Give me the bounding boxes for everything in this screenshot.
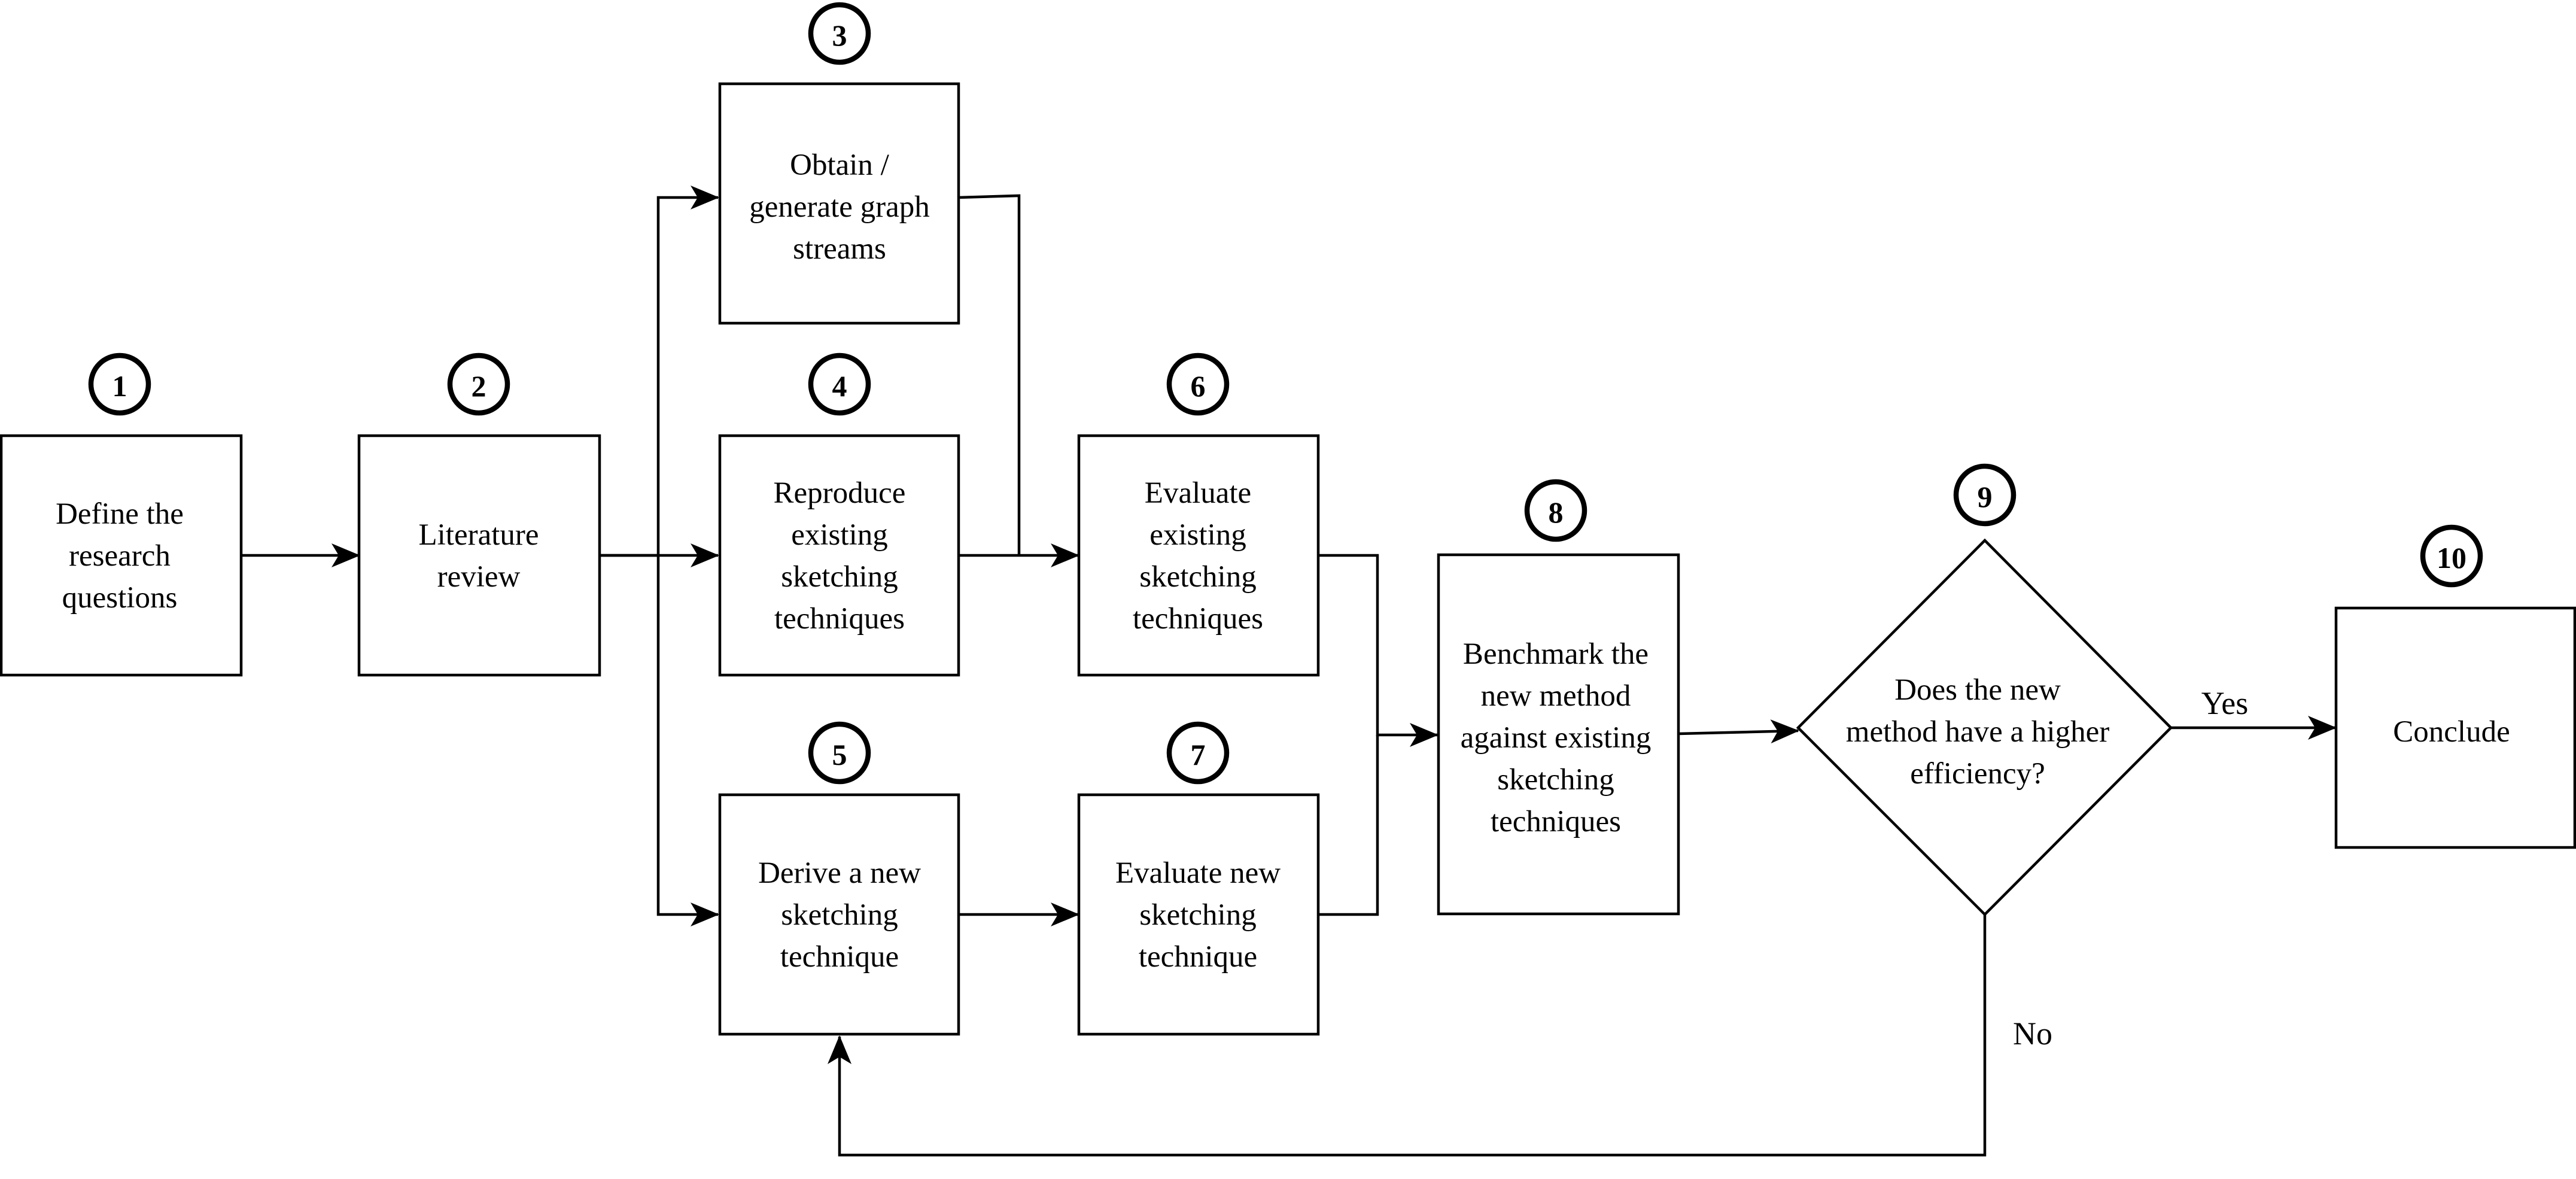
process-step-2: 2 Literature review [357, 353, 601, 677]
step-label-line: techniques [774, 602, 905, 636]
step-box [357, 434, 601, 677]
step-label-line: sketching [1139, 898, 1256, 932]
step-number: 9 [1978, 480, 1993, 513]
step-label-line: Evaluate new [1115, 856, 1281, 890]
edge-2-to-3 [600, 186, 719, 557]
connectors [241, 186, 2337, 1157]
step-number: 3 [832, 19, 847, 52]
step-label-line: efficiency? [1910, 757, 2045, 791]
step-label-line: technique [780, 940, 899, 974]
step-box [718, 793, 960, 1036]
step-label-line: existing [791, 518, 888, 552]
step-number: 8 [1549, 496, 1564, 529]
step-label-line: existing [1149, 518, 1246, 552]
step-label: Conclude [2393, 715, 2510, 749]
edge-2-to-5 [656, 555, 719, 926]
step-label-line: review [437, 560, 521, 594]
step-number-badge [1953, 463, 2017, 527]
step-label-line: sketching [1139, 560, 1256, 594]
decision-diamond [1796, 538, 2173, 917]
edge-label-no: No [2013, 1016, 2052, 1052]
step-label-line: sketching [781, 898, 898, 932]
step-number-badge [2420, 524, 2483, 588]
step-label: Benchmark the new method against existing s… [1461, 637, 1652, 838]
step-label-line: against existing [1461, 721, 1652, 755]
process-step-5: 5 Derive a new sketching technique [718, 721, 960, 1036]
step-number: 4 [832, 369, 847, 403]
step-label-line: Does the new [1894, 673, 2061, 707]
step-number: 1 [112, 369, 127, 403]
step-label: Define the research questions [56, 497, 184, 615]
process-step-6: 6 Evaluate existing sketching techniques [1077, 353, 1320, 677]
step-label-line: sketching [1497, 763, 1614, 797]
process-step-1: 1 Define the research questions [0, 353, 243, 677]
step-label-line: questions [62, 581, 178, 615]
step-number-badge [1524, 479, 1587, 542]
edge-7-to-8 [1318, 735, 1379, 916]
step-label: Evaluate existing sketching techniques [1133, 476, 1263, 636]
step-label-line: research [69, 539, 171, 573]
step-label: Derive a new sketching technique [758, 856, 921, 974]
step-number-badge [447, 353, 510, 416]
step-label-line: Obtain / [790, 148, 890, 182]
process-step-8: 8 Benchmark the new method against existin… [1437, 479, 1680, 916]
edge-8-to-9 [1678, 719, 1799, 744]
step-number-badge [1166, 721, 1230, 785]
step-box [1077, 793, 1320, 1036]
step-label: Does the new method have a higher efficien… [1846, 673, 2109, 791]
step-label-line: generate graph [749, 190, 930, 224]
process-step-10: 10 Conclude [2334, 524, 2576, 849]
edge-3-to-6 [958, 194, 1021, 555]
step-box [0, 434, 243, 677]
step-label-line: Literature [418, 518, 539, 552]
step-box [1077, 434, 1320, 677]
step-label-line: Define the [56, 497, 184, 531]
step-label-line: Derive a new [758, 856, 921, 890]
step-label-line: technique [1139, 940, 1257, 974]
step-box [1437, 553, 1680, 916]
step-label-line: method have a higher [1846, 715, 2109, 749]
step-number: 10 [2437, 541, 2466, 575]
edge-9-to-5-no [828, 914, 1987, 1157]
step-number: 5 [832, 738, 847, 771]
step-label-line: sketching [781, 560, 898, 594]
step-number-badge [808, 2, 871, 65]
step-number-badge [1166, 353, 1230, 416]
step-box [718, 82, 960, 325]
step-label-line: Benchmark the [1463, 637, 1649, 671]
step-label-line: streams [793, 232, 886, 266]
process-step-3: 3 Obtain / generate graph streams [718, 2, 960, 325]
step-number: 6 [1191, 369, 1206, 403]
step-label-line: techniques [1133, 602, 1263, 636]
step-label: Reproduce existing sketching techniques [774, 476, 906, 636]
step-number-badge [808, 353, 871, 416]
step-box [2334, 606, 2576, 849]
step-label-line: Conclude [2393, 715, 2510, 749]
edge-6-to-8 [1318, 554, 1438, 747]
step-label-line: new method [1481, 679, 1631, 713]
step-label: Evaluate new sketching technique [1115, 856, 1281, 974]
step-label: Literature review [418, 518, 539, 594]
step-number: 7 [1191, 738, 1206, 771]
step-label-line: techniques [1491, 805, 1621, 838]
process-step-4: 4 Reproduce existing sketching techniques [718, 353, 960, 677]
step-number: 2 [472, 369, 486, 403]
step-label-line: Evaluate [1145, 476, 1251, 510]
step-number-badge [88, 353, 151, 416]
step-label-line: Reproduce [774, 476, 906, 510]
process-step-7: 7 Evaluate new sketching technique [1077, 721, 1320, 1036]
decision-step-9: 9 Does the new method have a higher effici… [1796, 463, 2173, 917]
step-number-badge [808, 721, 871, 785]
step-label: Obtain / generate graph streams [749, 148, 930, 266]
step-box [718, 434, 960, 677]
edge-label-yes: Yes [2201, 685, 2249, 721]
